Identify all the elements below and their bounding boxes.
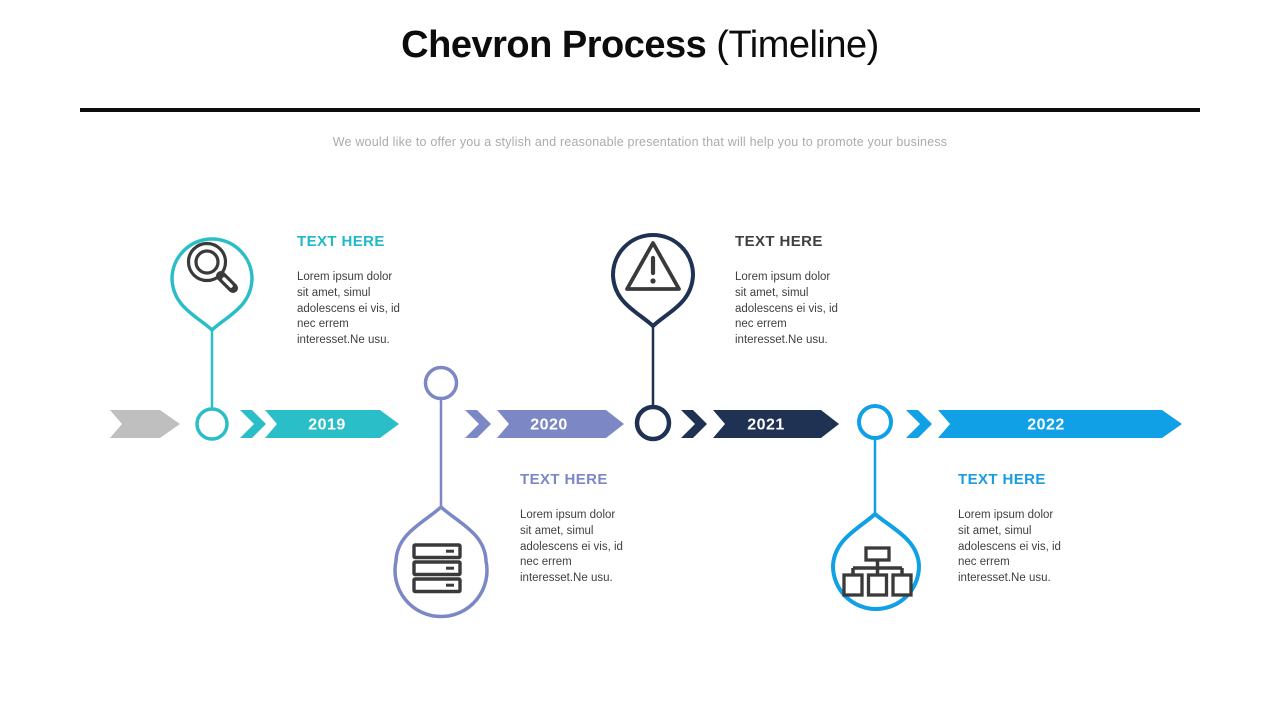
warning-triangle-icon [625, 241, 681, 291]
divider-line [80, 108, 1200, 112]
chevron-band-2019 [265, 410, 399, 438]
year-label-2019: 2019 [308, 417, 346, 434]
year-segment-2021: 2021 [681, 410, 839, 438]
year-segment-2019: 2019 [240, 410, 399, 438]
subtitle: We would like to offer you a stylish and… [332, 135, 948, 149]
connector-circle-2 [423, 365, 459, 401]
year-segment-2020: 2020 [465, 410, 624, 438]
milestone-heading-1: TEXT HERE [297, 233, 385, 250]
chevron-band-2021 [713, 410, 839, 438]
server-stack-icon [412, 543, 462, 594]
year-label-2021: 2021 [747, 417, 785, 434]
year-label-2020: 2020 [530, 417, 568, 434]
milestone-heading-2: TEXT HERE [520, 471, 608, 488]
chevron-tip-2022 [906, 410, 932, 438]
chevron-tip-2021 [681, 410, 707, 438]
milestone-block-1: TEXT HERE Lorem ipsum dolor sit amet, si… [297, 233, 429, 349]
year-segment-2022: 2022 [906, 410, 1182, 438]
connector-circle-1 [195, 407, 229, 441]
sitemap-icon [842, 546, 913, 597]
page-title-main: Chevron Process [401, 24, 707, 66]
connector-circle-3 [634, 404, 672, 442]
milestone-block-4: TEXT HERE Lorem ipsum dolor sit amet, si… [958, 471, 1090, 587]
connector-circle-4 [857, 404, 893, 440]
milestone-block-2: TEXT HERE Lorem ipsum dolor sit amet, si… [520, 471, 652, 587]
year-label-2022: 2022 [1027, 417, 1065, 434]
chevron-tip-2019 [240, 410, 266, 438]
start-chevron [110, 410, 180, 438]
milestone-body-4: Lorem ipsum dolor sit amet, simul adoles… [958, 509, 1061, 585]
chevron-band-2022 [938, 410, 1182, 438]
milestone-body-3: Lorem ipsum dolor sit amet, simul adoles… [735, 271, 838, 347]
magnifier-icon [186, 241, 238, 293]
milestone-heading-3: TEXT HERE [735, 233, 823, 250]
milestone-body-1: Lorem ipsum dolor sit amet, simul adoles… [297, 271, 400, 347]
page-title-suffix: (Timeline) [706, 24, 879, 66]
pin-marker-1 [170, 237, 254, 332]
milestone-block-3: TEXT HERE Lorem ipsum dolor sit amet, si… [735, 233, 867, 349]
chevron-band-2020 [497, 410, 624, 438]
page-title: Chevron Process (Timeline) [0, 24, 1280, 67]
chevron-tip-2020 [465, 410, 491, 438]
milestone-body-2: Lorem ipsum dolor sit amet, simul adoles… [520, 509, 623, 585]
milestone-heading-4: TEXT HERE [958, 471, 1046, 488]
